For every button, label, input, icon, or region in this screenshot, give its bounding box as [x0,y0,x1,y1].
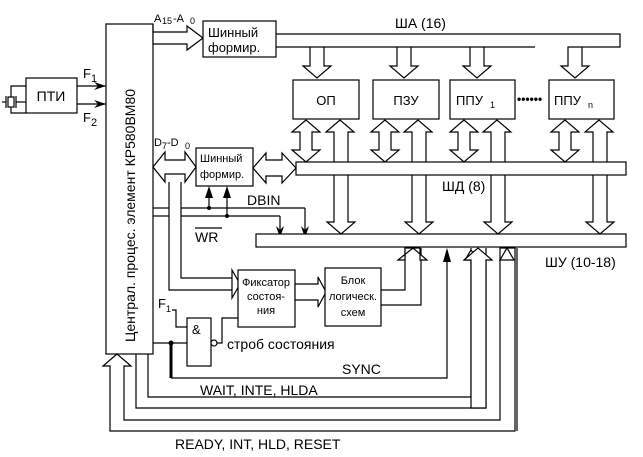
svg-text:ППУ: ППУ [456,93,484,108]
svg-text:A: A [154,13,162,25]
svg-text:7: 7 [162,141,167,151]
svg-text:1: 1 [91,73,97,85]
address-bus-buffer: A 15 -A 0 Шинный формир. [152,13,277,58]
device-data-bus-arrows [290,119,581,163]
svg-text:1: 1 [490,100,495,110]
ready-int-hld-reset-label: READY, INT, HLD, RESET [175,436,341,452]
wait-inte-hlda-label: WAIT, INTE, HLDA [200,382,318,398]
svg-text:0: 0 [185,141,190,151]
svg-text:-D: -D [167,137,179,149]
cpu-label: Централ. процес. элемент КР580ВМ80 [122,89,138,342]
svg-text:F: F [158,296,166,311]
svg-text:логическ.: логическ. [329,291,377,303]
dbin-wr-lines: DBIN WR [153,186,309,245]
address-bus: ША (16) [276,15,621,79]
logic-block: Блок логическ. схем [324,267,382,327]
clock-generator-label: ПТИ [37,88,66,104]
cpu-block: Централ. процес. элемент КР580ВМ80 [105,23,154,355]
device-pzu: ПЗУ [372,79,440,120]
svg-text:ШД (8): ШД (8) [442,178,485,194]
svg-text:F: F [83,66,91,81]
clock-output-f1: F 1 [77,66,106,90]
svg-text:состоя-: состоя- [247,291,285,303]
clock-output-f2: F 2 [77,100,106,129]
device-ppu-1: ППУ 1 [449,79,516,120]
svg-text:Блок: Блок [341,275,366,287]
sync-line: SYNC [168,248,451,379]
svg-text:-A: -A [173,13,185,25]
svg-text:&: & [192,322,201,337]
svg-text:ШУ (10-18): ШУ (10-18) [545,254,616,270]
status-latch: Фиксатор состоя- ния [237,269,296,328]
device-ppu-n: ППУ n [548,79,615,120]
device-op: ОП [292,79,360,120]
crystal-icon [2,85,26,114]
svg-text:D: D [154,137,162,149]
svg-text:2: 2 [91,117,97,129]
and-gate: & F 1 строб состояния [153,296,335,367]
svg-text:n: n [588,100,593,110]
data-bus-buffer: D 7 -D 0 Шинный формир. [152,137,297,187]
wr-label: WR [195,229,218,245]
control-bus: ШУ (10-18) [255,233,627,270]
svg-text:формир.: формир. [208,40,260,55]
svg-text:ППУ: ППУ [554,93,582,108]
svg-text:ША (16): ША (16) [395,15,446,31]
clock-generator-block: ПТИ [25,77,78,114]
svg-text:ОП: ОП [316,93,335,108]
ellipsis-dots: •••••• [517,92,542,106]
status-strobe-label: строб состояния [227,336,335,352]
sync-label: SYNC [342,361,381,377]
svg-text:ПЗУ: ПЗУ [393,93,419,108]
svg-text:0: 0 [190,16,195,26]
svg-text:ния: ния [257,305,275,317]
svg-text:Шинный: Шинный [208,25,258,40]
svg-text:1: 1 [166,304,171,314]
device-control-bus-arrows [324,119,616,235]
svg-text:Шинный: Шинный [200,153,242,165]
svg-text:Фиксатор: Фиксатор [242,277,290,289]
svg-text:15: 15 [162,16,172,26]
svg-text:F: F [83,110,91,125]
svg-text:схем: схем [341,307,366,319]
svg-text:формир.: формир. [200,169,244,181]
dbin-label: DBIN [247,192,280,208]
data-bus: ШД (8) [295,161,627,194]
